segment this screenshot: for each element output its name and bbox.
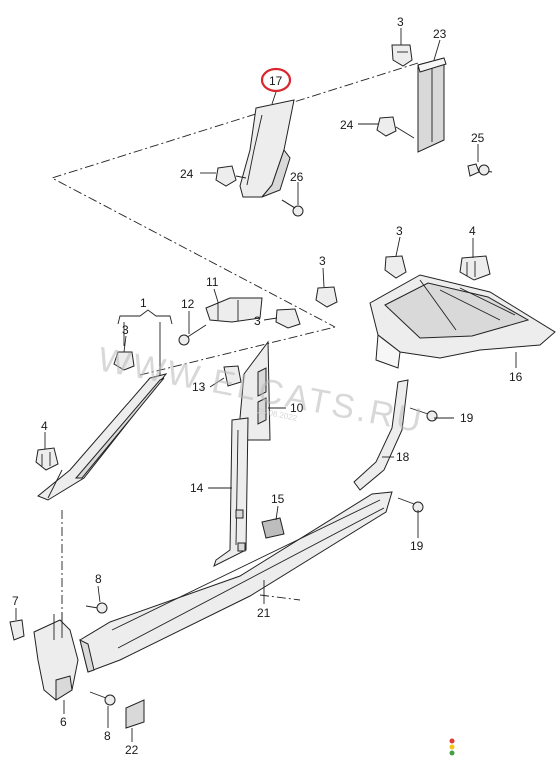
part-24-clip-left[interactable] — [215, 165, 247, 187]
part-24-clip-right[interactable] — [376, 116, 415, 139]
label-25[interactable]: 25 — [471, 131, 485, 145]
label-19[interactable]: 19 — [410, 539, 424, 553]
label-22[interactable]: 22 — [125, 743, 139, 757]
part-10-b-pillar-upper[interactable] — [237, 340, 271, 441]
part-7-clip[interactable] — [9, 619, 25, 641]
part-4-clip-left[interactable] — [35, 447, 59, 471]
label-6[interactable]: 6 — [60, 715, 67, 729]
part-14-b-pillar-lower[interactable] — [213, 417, 249, 567]
part-3-clip-right[interactable] — [384, 255, 407, 279]
label-8[interactable]: 8 — [104, 729, 111, 743]
label-19[interactable]: 19 — [460, 411, 474, 425]
label-3[interactable]: 3 — [254, 314, 261, 328]
label-26[interactable]: 26 — [290, 170, 304, 184]
part-3-clip-center[interactable] — [275, 308, 301, 329]
part-26-screw[interactable] — [281, 199, 304, 217]
part-8-screw-lower[interactable] — [89, 691, 116, 706]
part-13-clip[interactable] — [223, 365, 242, 387]
label-16[interactable]: 16 — [509, 370, 523, 384]
label-24[interactable]: 24 — [180, 167, 194, 181]
status-dot-green — [449, 750, 455, 756]
label-17[interactable]: 17 — [269, 74, 283, 88]
part-19-screw-upper[interactable] — [409, 407, 438, 422]
part-19-screw-lower[interactable] — [397, 497, 424, 513]
part-25-screw[interactable] — [467, 163, 493, 177]
part-16-rear-trim[interactable] — [369, 274, 556, 369]
part-8-screw-upper[interactable] — [85, 602, 108, 614]
label-12[interactable]: 12 — [181, 297, 195, 311]
label-13[interactable]: 13 — [192, 380, 206, 394]
part-21-sill-trim[interactable] — [79, 491, 393, 673]
label-4[interactable]: 4 — [41, 419, 48, 433]
label-3[interactable]: 3 — [319, 254, 326, 268]
part-labels: 3 23 17 24 25 24 26 3 4 3 11 1 12 3 3 16… — [12, 15, 523, 757]
label-3[interactable]: 3 — [397, 15, 404, 29]
label-11[interactable]: 11 — [206, 275, 219, 289]
part-18-c-pillar-strip[interactable] — [353, 379, 409, 491]
label-7[interactable]: 7 — [12, 594, 19, 608]
label-1[interactable]: 1 — [140, 296, 147, 310]
label-15[interactable]: 15 — [271, 492, 285, 506]
part-17-pillar-trim[interactable] — [239, 99, 295, 198]
part-22-pad[interactable] — [125, 699, 145, 729]
label-21[interactable]: 21 — [257, 606, 271, 620]
label-23[interactable]: 23 — [433, 27, 447, 41]
label-3[interactable]: 3 — [396, 224, 403, 238]
leader-lines — [15, 28, 517, 742]
assembly-lines — [50, 62, 419, 632]
status-dot-yellow — [449, 744, 455, 750]
part-15-clip[interactable] — [261, 517, 285, 539]
label-18[interactable]: 18 — [396, 450, 410, 464]
label-14[interactable]: 14 — [190, 481, 204, 495]
part-4-clip-right[interactable] — [459, 255, 491, 281]
part-3-clip-left[interactable] — [113, 351, 135, 371]
part-3-clip-mid[interactable] — [315, 286, 338, 308]
status-dot-red — [449, 738, 455, 744]
part-3-clip-top[interactable] — [391, 44, 413, 67]
part-11-bracket[interactable] — [205, 297, 263, 323]
label-4[interactable]: 4 — [469, 224, 476, 238]
label-24[interactable]: 24 — [340, 118, 354, 132]
label-8[interactable]: 8 — [95, 572, 102, 586]
part-1-a-pillar-trim[interactable] — [37, 309, 173, 501]
label-10[interactable]: 10 — [290, 401, 304, 415]
label-3[interactable]: 3 — [122, 323, 129, 337]
part-23-cover[interactable] — [417, 57, 447, 153]
highlight-ring — [260, 67, 292, 93]
status-dots — [449, 738, 455, 756]
part-6-footwell-trim[interactable] — [33, 612, 79, 701]
part-12-screw[interactable] — [178, 324, 207, 346]
